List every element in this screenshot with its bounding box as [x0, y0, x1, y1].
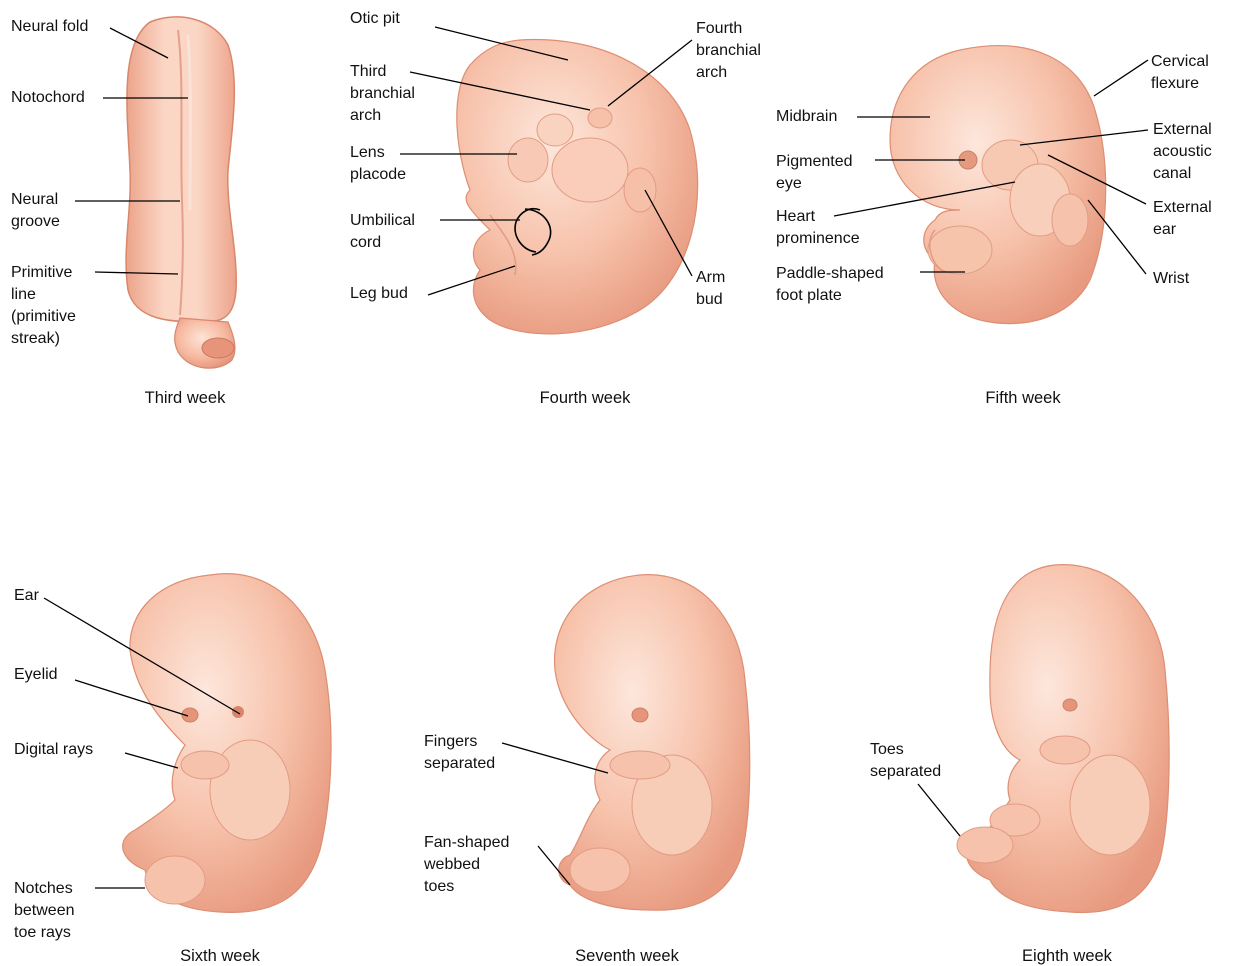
label-neural-groove: Neural groove	[11, 189, 60, 233]
label-external-ear: External ear	[1153, 197, 1212, 241]
caption-fifth-week: Fifth week	[913, 388, 1133, 408]
label-paddle-shaped-foot-plate: Paddle-shaped foot plate	[776, 263, 884, 307]
caption-sixth-week: Sixth week	[110, 946, 330, 966]
label-arm-bud: Arm bud	[696, 267, 725, 311]
label-wrist: Wrist	[1153, 268, 1189, 290]
label-leg-bud: Leg bud	[350, 283, 408, 305]
label-fourth-branchial-arch: Fourth branchial arch	[696, 18, 761, 84]
label-notochord: Notochord	[11, 87, 85, 109]
label-external-acoustic-canal: External acoustic canal	[1153, 119, 1212, 185]
label-digital-rays: Digital rays	[14, 739, 93, 761]
label-toes-separated: Toes separated	[870, 739, 941, 783]
label-neural-fold: Neural fold	[11, 16, 88, 38]
fourth-week-embryo	[457, 40, 698, 334]
caption-eighth-week: Eighth week	[957, 946, 1177, 966]
eighth-week-embryo	[957, 565, 1169, 913]
caption-fourth-week: Fourth week	[475, 388, 695, 408]
seventh-week-embryo	[555, 575, 750, 911]
label-cervical-flexure: Cervical flexure	[1151, 51, 1209, 95]
label-ear: Ear	[14, 585, 39, 607]
sixth-week-embryo	[123, 574, 331, 913]
caption-seventh-week: Seventh week	[517, 946, 737, 966]
label-midbrain: Midbrain	[776, 106, 837, 128]
label-eyelid: Eyelid	[14, 664, 58, 686]
label-umbilical-cord: Umbilical cord	[350, 210, 415, 254]
caption-third-week: Third week	[75, 388, 295, 408]
label-third-branchial-arch: Third branchial arch	[350, 61, 415, 127]
label-heart-prominence: Heart prominence	[776, 206, 860, 250]
label-primitive-line: Primitive line (primitive streak)	[11, 262, 76, 350]
label-notches-between-toe-rays: Notches between toe rays	[14, 878, 75, 944]
label-otic-pit: Otic pit	[350, 8, 400, 30]
label-fan-shaped-webbed-toes: Fan-shaped webbed toes	[424, 832, 509, 898]
label-lens-placode: Lens placode	[350, 142, 406, 186]
third-week-embryo	[126, 17, 236, 368]
label-fingers-separated: Fingers separated	[424, 731, 495, 775]
label-pigmented-eye: Pigmented eye	[776, 151, 853, 195]
